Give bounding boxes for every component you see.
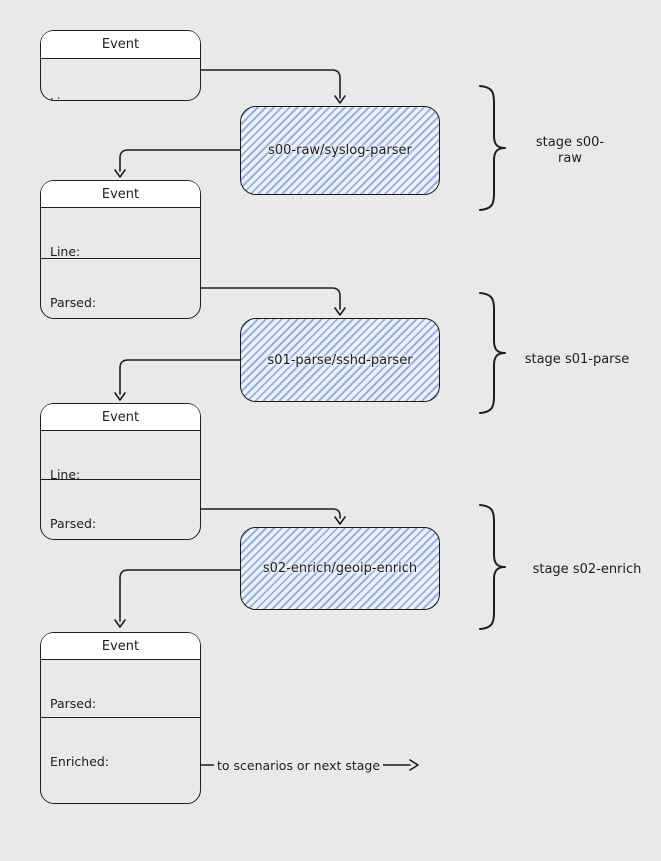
event-field-line: Line: (50, 95, 196, 100)
connector-s00-to-event2 (119, 149, 241, 172)
stage-brace-s02 (479, 504, 506, 630)
connector-event2-to-s01 (200, 287, 341, 310)
event-field-line: Line: (50, 467, 81, 479)
arrowhead-down-icon (334, 95, 346, 104)
event-box-section-line: Line: - Raw: <log line> (41, 431, 200, 479)
event-box-2: Event Line: - Raw: <log line> Parsed: - … (40, 180, 201, 319)
event-field-line: - ASNOrg: XYZ (50, 801, 196, 804)
event-field-line: Parsed: (50, 516, 97, 531)
event-box-title: Event (41, 31, 200, 59)
event-field-line: Parsed: (50, 696, 97, 711)
stage-node-s00-raw: s00-raw/syslog-parser (240, 106, 440, 195)
stage-node-label: s02-enrich/geoip-enrich (262, 561, 418, 576)
arrowhead-down-icon (334, 516, 346, 525)
stage-label-s02-enrich: stage s02-enrich (532, 562, 642, 577)
event-box-section-line: Line: - Raw: <log line> (41, 59, 200, 100)
event-box-section-enriched: Enriched: - ASNOrg: XYZ - IsoCode: FR - … (41, 717, 200, 803)
event-box-section-parsed: Parsed: - Type: ssh - Timestamp: .. .. (41, 258, 200, 318)
stage-brace-s01 (479, 292, 506, 414)
output-arrow-label: to scenarios or next stage (214, 757, 384, 774)
event-box-title: Event (41, 633, 200, 660)
arrowhead-down-icon (114, 392, 126, 401)
arrowhead-down-icon (334, 307, 346, 316)
event-box-title: Event (41, 404, 200, 431)
stage-label-s01-parse: stage s01-parse (524, 352, 630, 367)
stage-node-s01-parse: s01-parse/sshd-parser (240, 318, 440, 402)
connector-s02-to-event4 (119, 569, 241, 622)
arrowhead-right-icon (409, 759, 419, 771)
stage-brace-s00 (479, 85, 506, 211)
event-box-title: Event (41, 181, 200, 208)
arrowhead-down-icon (114, 619, 126, 628)
stage-node-s02-enrich: s02-enrich/geoip-enrich (240, 527, 440, 610)
event-box-1: Event Line: - Raw: <log line> (40, 30, 201, 101)
event-box-4: Event Parsed: - sshd_username: .. - sour… (40, 632, 201, 804)
stage-label-s00-raw: stage s00-raw (535, 135, 605, 166)
stage-node-label: s00-raw/syslog-parser (268, 143, 412, 158)
event-box-3: Event Line: - Raw: <log line> Parsed: - … (40, 403, 201, 540)
event-field-line: Enriched: (50, 754, 110, 769)
connector-s01-to-event3 (119, 359, 241, 395)
stage-node-label: s01-parse/sshd-parser (267, 352, 413, 368)
event-field-line: Parsed: (50, 295, 97, 310)
event-box-section-parsed: Parsed: - sshd_username: .. - source_ip:… (41, 660, 200, 717)
arrowhead-down-icon (114, 169, 126, 178)
event-field-line: Line: (50, 244, 81, 258)
event-box-section-parsed: Parsed: - sshd_username: .. - source_ip:… (41, 479, 200, 539)
connector-event3-to-s02 (200, 508, 341, 519)
connector-event1-to-s00 (200, 69, 341, 99)
event-box-section-line: Line: - Raw: <log line> (41, 208, 200, 258)
